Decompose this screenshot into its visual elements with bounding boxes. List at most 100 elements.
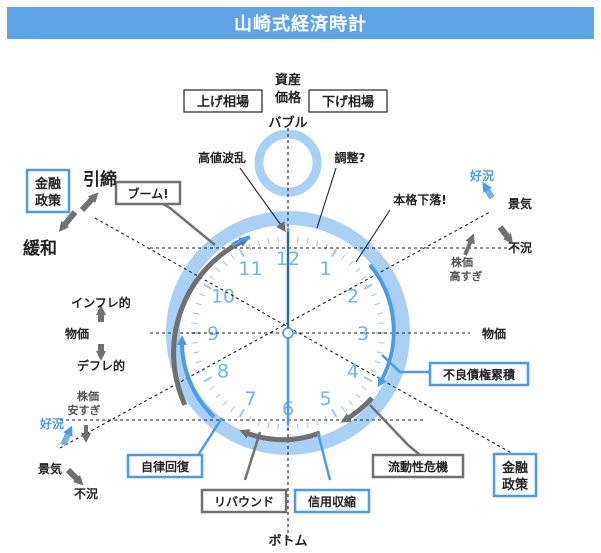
clock-center <box>282 327 294 339</box>
box-falling-market <box>308 89 388 113</box>
label-real-decline: 本格下落! <box>393 192 446 207</box>
label-right-recession: 不況 <box>508 240 532 255</box>
leader-self-recovery <box>193 417 224 461</box>
label-left-recession: 不況 <box>74 486 98 501</box>
arrow-right-recession <box>497 225 514 244</box>
clock-tick <box>355 267 361 273</box>
label-stock-low-2: 安すぎ <box>68 403 101 417</box>
clock-tick <box>341 406 346 412</box>
clock-tick <box>222 260 228 266</box>
label-right-policy-2: 政策 <box>502 477 529 493</box>
page-title: 山崎式経済時計 <box>7 7 594 39</box>
clock-tick <box>193 312 200 315</box>
clock-tick <box>324 244 328 251</box>
clock-tick <box>348 400 354 406</box>
clock-numeral-4: 4 <box>347 361 359 383</box>
clock-tick <box>277 423 279 430</box>
box-right-policy <box>492 452 538 498</box>
leader-real-decline <box>355 209 391 263</box>
clock-tick <box>315 240 319 247</box>
leader-rebound <box>243 431 262 481</box>
clock-tick <box>222 400 228 406</box>
arrow-left-boom <box>60 425 73 447</box>
label-left-policy-2: 政策 <box>35 193 62 209</box>
title-text: 山崎式経済時計 <box>234 14 367 35</box>
box-rising-market <box>183 89 263 113</box>
clock-tick <box>306 238 309 245</box>
clock-tick <box>215 267 221 273</box>
clock-tick <box>315 419 319 426</box>
label-left-boom: 好況 <box>39 416 64 431</box>
arc-gray-bottom <box>239 429 321 443</box>
arc-gray-falling <box>340 396 374 423</box>
label-asset-price-2: 価格 <box>274 90 302 106</box>
label-bubble: バブル <box>268 115 307 131</box>
clock-tick <box>209 386 215 391</box>
label-high-volatility: 高値波乱 <box>198 150 246 165</box>
clock-numeral-2: 2 <box>347 286 359 308</box>
clock-tick <box>199 293 206 297</box>
clock-tick <box>193 351 200 354</box>
clock-tick <box>324 415 328 422</box>
clock-tick <box>191 322 198 324</box>
label-left-policy-1: 金融 <box>34 176 61 192</box>
clock-numeral-8: 8 <box>217 361 229 383</box>
box-left-policy <box>25 168 71 214</box>
clock-tick <box>376 351 383 354</box>
clock-tick <box>348 260 354 266</box>
label-right-policy-1: 金融 <box>501 460 528 476</box>
label-rising-market: 上げ相場 <box>197 94 249 110</box>
clock-tick <box>230 406 235 412</box>
arrow-ease <box>58 210 78 232</box>
label-bottom: ボトム <box>268 533 307 549</box>
arrow-left-recession <box>65 467 84 486</box>
clock-tick <box>363 283 373 290</box>
clock-numeral-11: 11 <box>238 258 262 280</box>
label-adjustment: 調整? <box>335 150 366 165</box>
clock-tick <box>267 421 270 428</box>
clock-numerals: 121234567891011 <box>207 248 369 420</box>
clock-tick <box>306 421 309 428</box>
clock-tick <box>361 275 367 280</box>
label-boom: ブーム! <box>127 186 168 201</box>
arrow-tighten <box>79 192 99 213</box>
arc-blue-falling <box>368 263 396 388</box>
label-inflation: インフレ的 <box>71 295 131 310</box>
label-price-right: 物価 <box>482 326 506 341</box>
arc-blue-upper-left <box>231 235 251 247</box>
clock-tick <box>277 236 279 243</box>
clock-tick <box>376 312 383 315</box>
label-rebound: リバウンド <box>214 495 274 509</box>
leader-bad-debt <box>381 354 430 374</box>
label-price-left: 物価 <box>65 326 89 341</box>
label-self-recovery: 自律回復 <box>141 459 190 474</box>
clock-tick <box>331 408 338 418</box>
box-credit <box>293 488 371 514</box>
clock-tick <box>238 248 245 258</box>
clock-tick <box>331 248 338 258</box>
box-boom <box>114 180 182 206</box>
clock-tick <box>238 408 245 418</box>
box-liquidity <box>371 453 465 479</box>
clock-tick <box>374 360 381 364</box>
arc-blue-recovery <box>176 335 216 419</box>
clock-numeral-1: 1 <box>319 258 331 280</box>
clock-tick <box>257 240 261 247</box>
leader-liquidity <box>369 404 421 456</box>
label-left-economy: 景気 <box>38 461 62 476</box>
label-ease: 緩和 <box>23 238 57 259</box>
clock-numeral-3: 3 <box>357 323 369 345</box>
label-stock-high-1: 株価 <box>451 255 473 269</box>
clock-tick <box>195 302 202 306</box>
clock-tick <box>191 342 198 344</box>
label-credit-crunch: 信用収縮 <box>308 494 356 509</box>
clock-tick <box>378 322 385 324</box>
arrow-stock-too-high <box>463 233 475 256</box>
arc-gray-rising <box>171 237 250 407</box>
clock-tick <box>370 293 377 297</box>
clock-tick <box>209 275 215 280</box>
clock-tick <box>363 376 373 383</box>
label-right-boom: 好況 <box>469 168 494 183</box>
